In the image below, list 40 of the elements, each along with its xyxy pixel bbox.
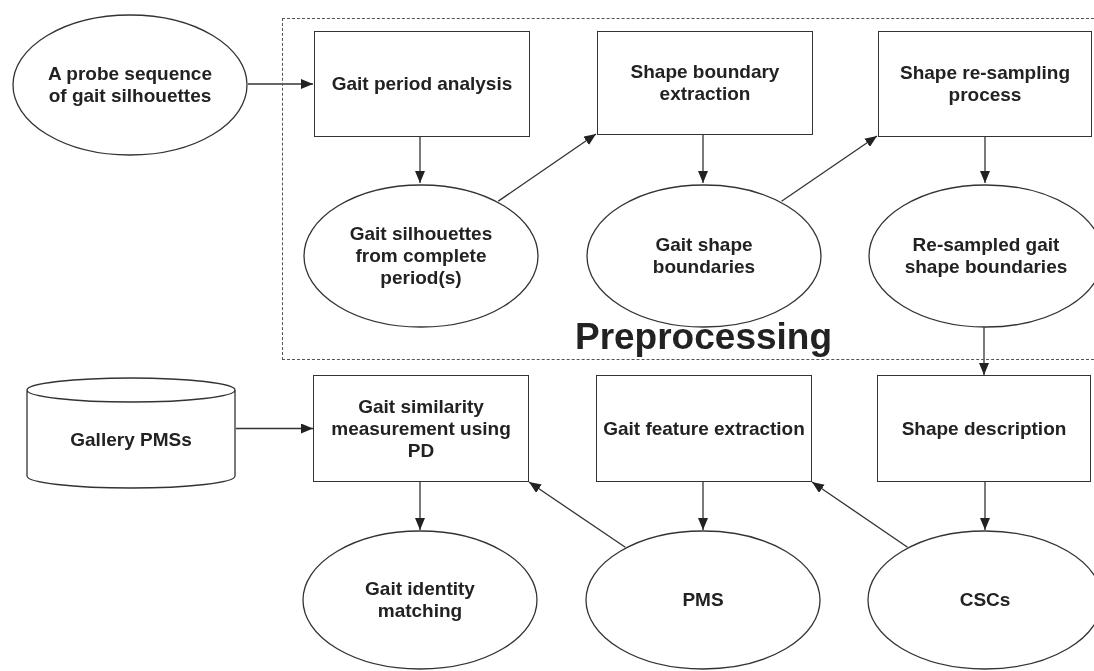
node-label: CSCs bbox=[959, 589, 1011, 611]
node-label: Gait period analysis bbox=[331, 73, 513, 95]
arrow bbox=[235, 423, 314, 434]
arrow bbox=[415, 481, 425, 531]
data-ellipse bbox=[585, 530, 821, 670]
process-box bbox=[313, 375, 529, 482]
data-ellipse bbox=[302, 530, 538, 670]
node-label: Gait silhouettes from complete period(s) bbox=[348, 223, 494, 289]
process-box bbox=[596, 375, 812, 482]
arrow bbox=[247, 79, 314, 89]
arrow bbox=[979, 326, 989, 376]
arrow bbox=[811, 481, 909, 548]
arrow bbox=[698, 133, 708, 184]
node-label: Gait shape boundaries bbox=[651, 234, 757, 278]
process-box bbox=[314, 31, 530, 137]
data-ellipse bbox=[12, 14, 248, 156]
process-box bbox=[877, 375, 1091, 482]
node-label: Gait similarity measurement using PD bbox=[330, 395, 512, 462]
data-ellipse bbox=[303, 184, 539, 328]
arrow bbox=[497, 133, 597, 202]
node-label: A probe sequence of gait silhouettes bbox=[47, 63, 213, 107]
arrow bbox=[980, 135, 990, 184]
process-box bbox=[878, 31, 1092, 137]
arrow bbox=[528, 481, 626, 548]
node-label: Gait identity matching bbox=[364, 578, 476, 622]
node-label: Shape description bbox=[901, 417, 1067, 440]
node-label: Re-sampled gait shape boundaries bbox=[903, 234, 1069, 278]
process-box bbox=[597, 31, 813, 135]
arrow bbox=[698, 481, 708, 531]
node-label: Shape boundary extraction bbox=[629, 61, 781, 105]
preprocessing-group bbox=[282, 18, 1094, 360]
node-label: Shape re-sampling process bbox=[899, 62, 1071, 106]
arrow bbox=[980, 481, 990, 531]
arrow bbox=[415, 135, 425, 184]
node-label: PMS bbox=[682, 589, 724, 611]
node-label: Gallery PMSs bbox=[70, 428, 192, 451]
node-label: Gait feature extraction bbox=[603, 417, 805, 440]
group-heading: Preprocessing bbox=[573, 317, 834, 357]
database-cylinder bbox=[26, 378, 236, 488]
arrow bbox=[780, 135, 878, 202]
